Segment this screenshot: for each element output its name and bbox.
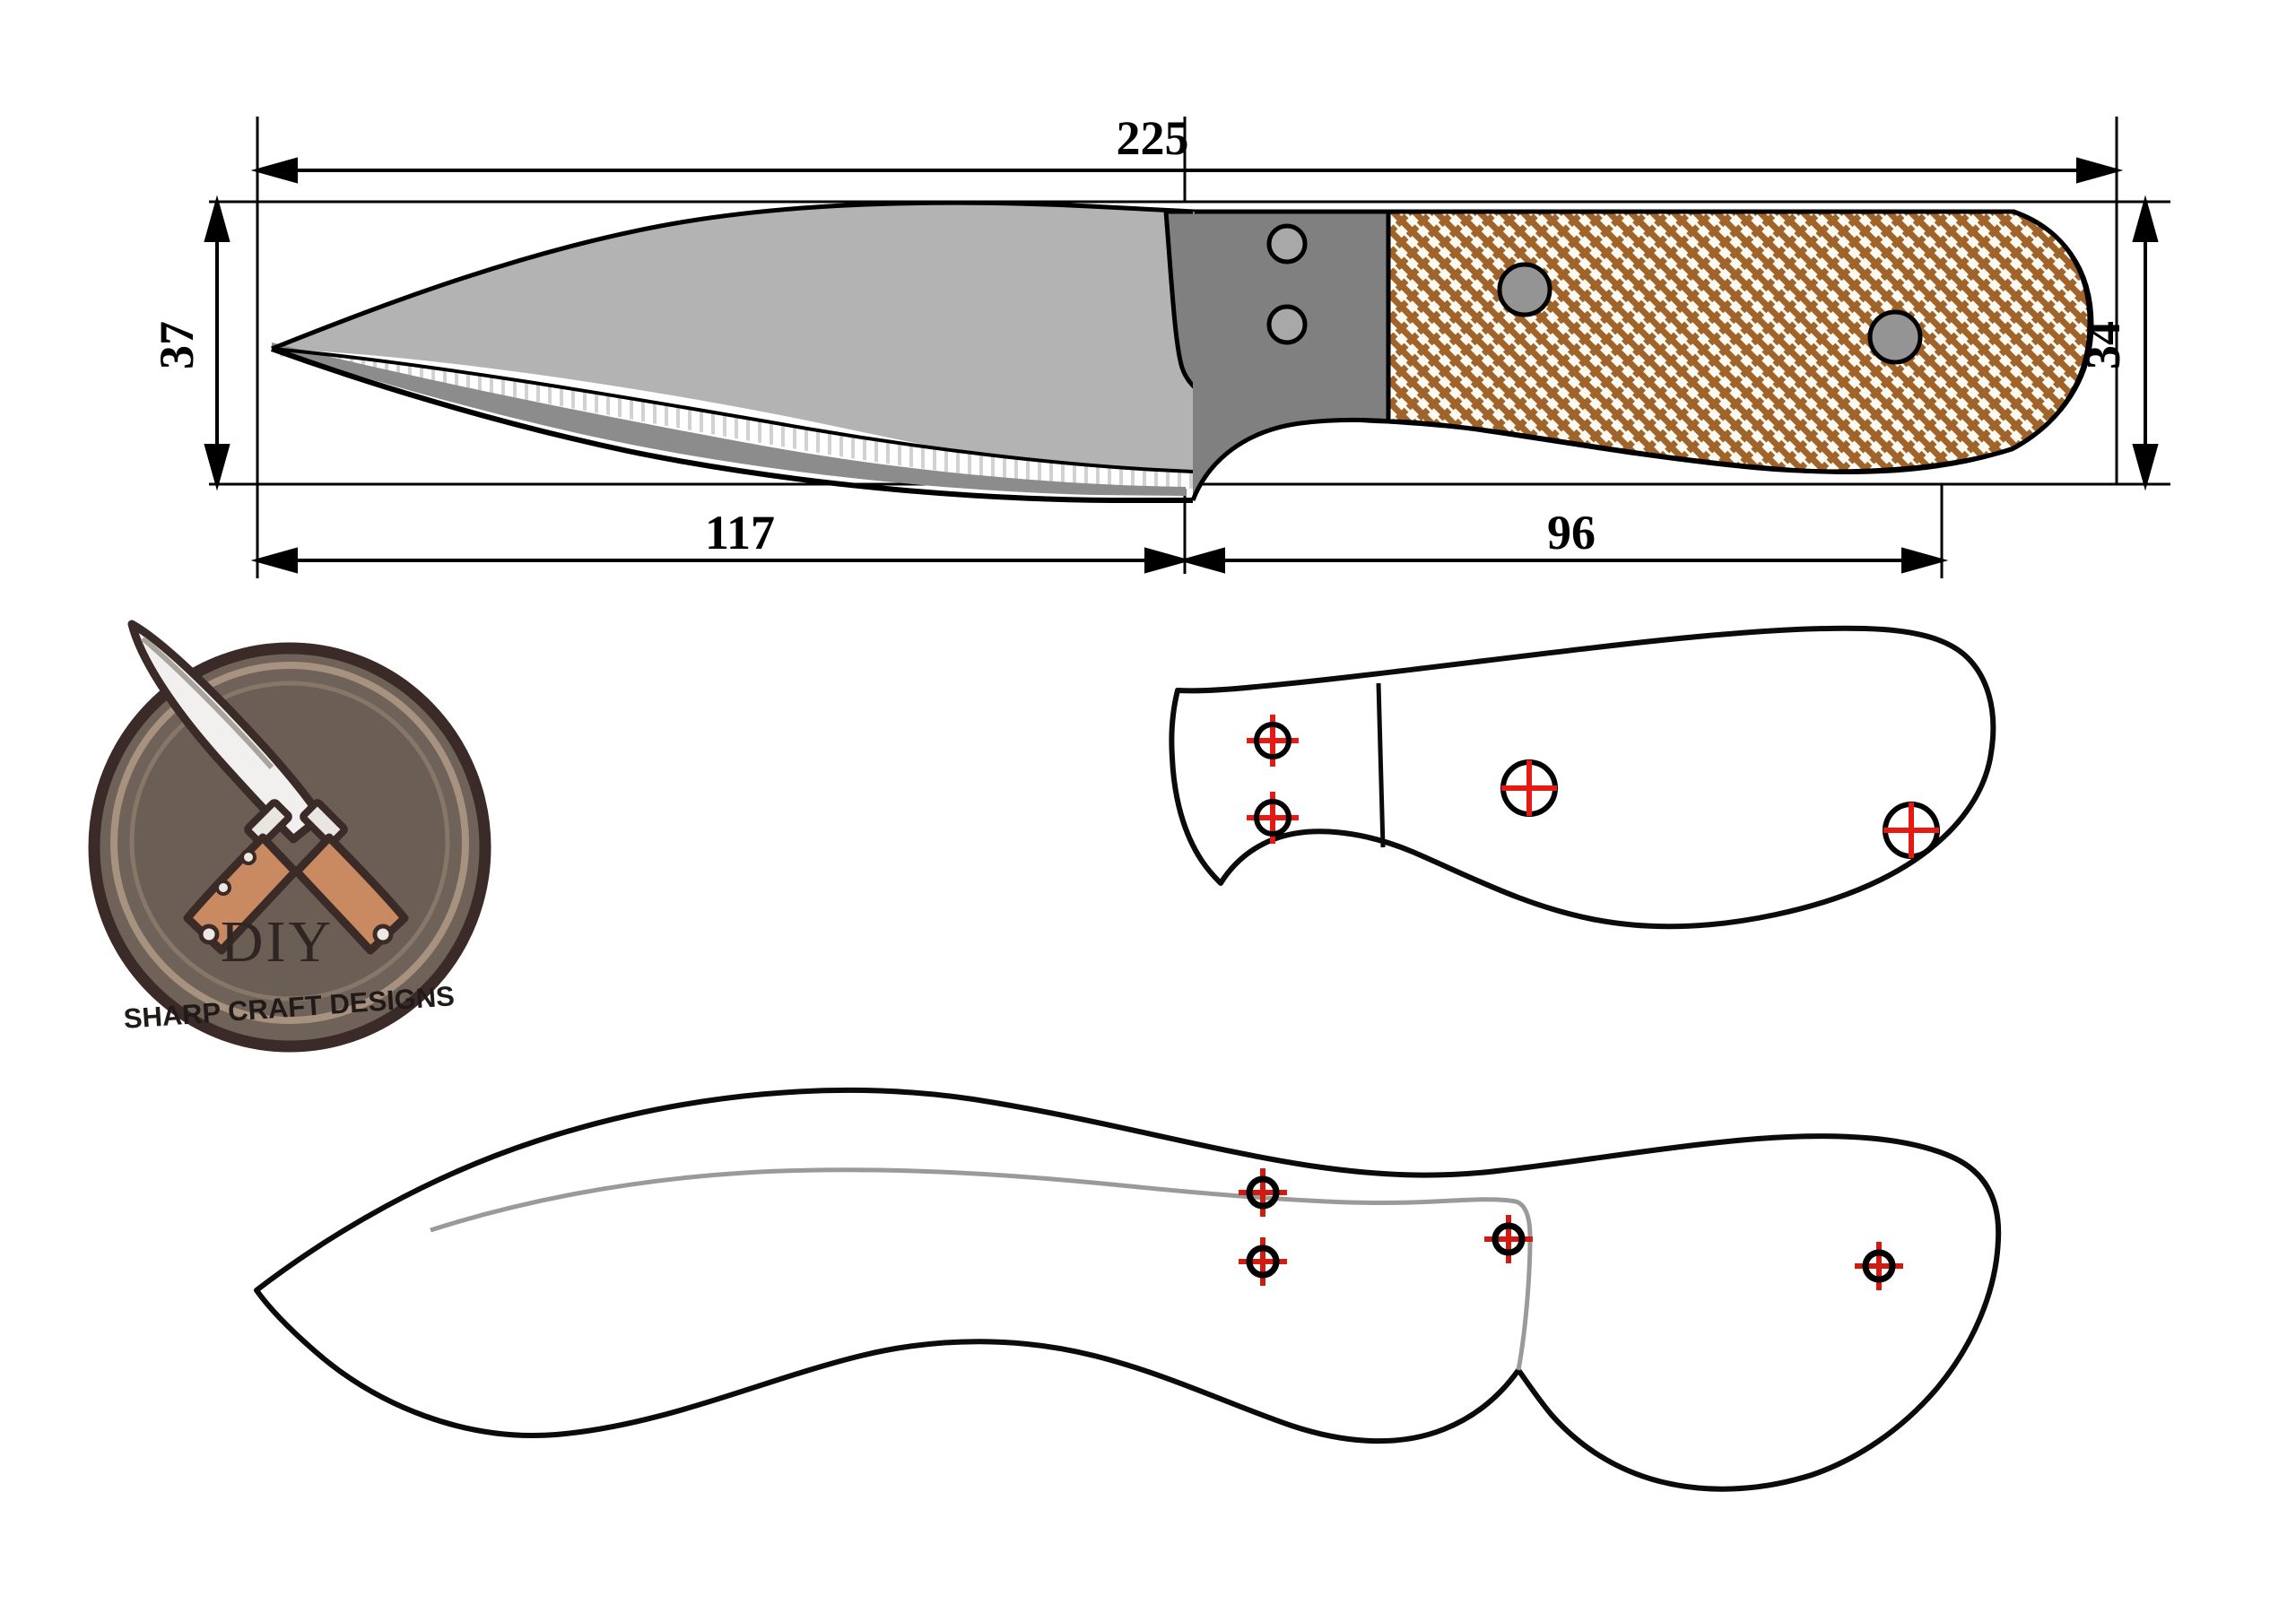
bolster-finger-choil [1193,212,1388,500]
blade-bevel-region [272,349,1193,490]
scale-pin-rear [1867,309,1923,365]
bolster-pin-upper [1266,223,1308,265]
logo-knife-right-pommel-pin [198,924,220,945]
logo-knife-right-bolster [244,799,292,847]
hole-marker-tang-pin-upper [1239,1168,1287,1217]
logo-knife-left [127,620,409,955]
logo-knife-right-handle-pin-2 [215,880,231,896]
logo-knife-left-blade [127,620,325,844]
scale-template-bolster-divider [1376,682,1386,848]
dimension-label-117: 117 [705,506,775,559]
blank-outline [254,1087,2002,1492]
blade-spine-outline [271,200,1196,351]
logo-graphic: DIY SHARP CRAFT DESIGNS [88,620,491,1053]
hole-marker-bolster-pin-lower [1247,792,1299,844]
hole-marker-tang-pin-rear [1855,1242,1903,1290]
hole-marker-scale-pin-rear [1883,802,1940,859]
blade-grind-line [271,347,1194,473]
logo-knife-left-spine-shine [141,636,274,769]
hole-marker-tang-pin-lower [1239,1237,1287,1286]
hole-marker-tang-pin-middle [1484,1215,1533,1263]
knife-blank-template [254,1087,2002,1492]
logo-knife-left-pommel-pin [372,924,394,945]
handle-scale-template [1169,625,1996,930]
knife-side-view [270,200,2094,503]
handle-scale-outline [1387,209,2094,474]
logo-knife-right-handle-pin-1 [240,849,257,865]
dimension-label-37: 37 [150,321,204,369]
logo-knife-left-bolster [300,799,348,847]
dimension-lines [204,157,2159,574]
bolster-pin-lower [1266,304,1308,345]
scale-pin-front [1497,262,1552,317]
blade-edge-outline [270,346,1193,503]
hole-marker-bolster-pin-upper [1247,715,1299,767]
brand-logo: DIY SHARP CRAFT DESIGNS [85,619,507,1058]
blade-spine-region [272,204,1193,480]
logo-primary-text: DIY [221,909,334,975]
hole-marker-scale-pin-front [1500,759,1558,817]
scale-template-outline [1169,625,1996,930]
logo-plate-rim [110,662,469,1024]
logo-knife-right [183,799,300,955]
dimension-label-96: 96 [1547,506,1596,559]
dimension-label-225: 225 [1117,111,1189,165]
dimension-label-34: 34 [2076,321,2130,369]
choil-curve [1190,417,1393,501]
